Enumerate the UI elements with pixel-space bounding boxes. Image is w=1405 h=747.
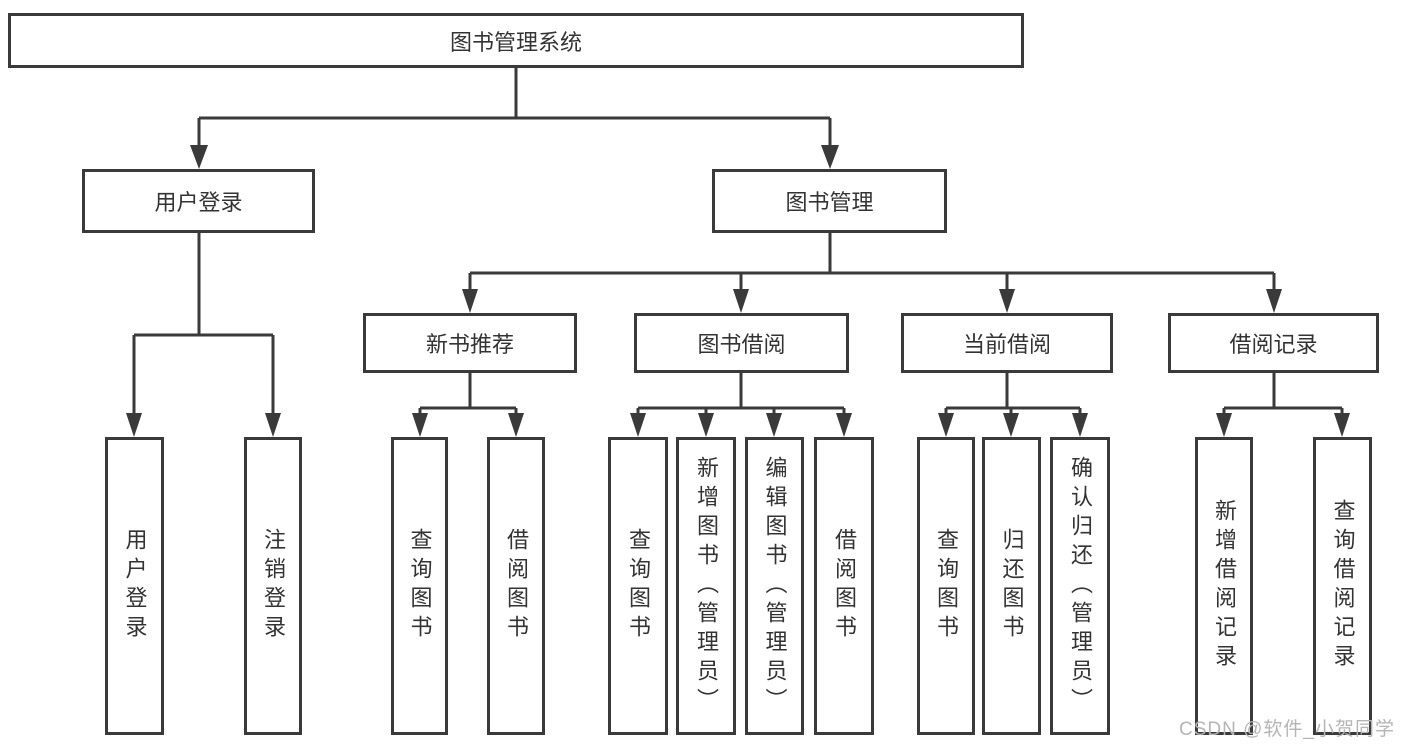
connector-records-group — [1222, 373, 1344, 415]
leaf-query-borrow-record: 查询借阅记录 — [1313, 437, 1372, 735]
arrowheads-records-group — [1216, 413, 1350, 437]
node-current-borrowing: 当前借阅 — [901, 313, 1113, 373]
leaf-add-borrow-record: 新增借阅记录 — [1195, 437, 1253, 735]
node-book-borrowing: 图书借阅 — [634, 313, 849, 373]
arrowheads-current-group — [938, 413, 1088, 437]
leaf-borrow-books: 借阅图书 — [814, 437, 874, 735]
connector-root-to-level2 — [197, 68, 832, 147]
leaf-borrow-books-recommend-label: 借阅图书 — [504, 528, 529, 644]
leaf-query-books-recommend: 查询图书 — [391, 437, 448, 735]
node-new-book-recommend: 新书推荐 — [363, 313, 577, 373]
arrowheads-recommend-group — [412, 413, 524, 437]
leaf-logout-label: 注销登录 — [261, 528, 286, 644]
node-book-management-label: 图书管理 — [785, 190, 874, 215]
leaf-edit-books-admin: 编辑图书（管理员） — [745, 437, 804, 735]
leaf-borrow-books-recommend: 借阅图书 — [487, 437, 545, 735]
leaf-add-books-admin-label: 新增图书（管理员） — [694, 455, 719, 717]
node-user-login: 用户登录 — [82, 169, 315, 233]
node-current-borrowing-label: 当前借阅 — [962, 332, 1051, 357]
node-root-system: 图书管理系统 — [8, 13, 1024, 68]
leaf-add-books-admin: 新增图书（管理员） — [676, 437, 736, 735]
arrowheads-borrowing-group — [630, 413, 852, 437]
leaf-query-books-borrowing-label: 查询图书 — [626, 528, 651, 644]
leaf-query-books-recommend-label: 查询图书 — [407, 528, 433, 644]
connector-recommend-group — [418, 373, 518, 415]
leaf-add-borrow-record-label: 新增借阅记录 — [1212, 499, 1237, 673]
node-new-book-recommend-label: 新书推荐 — [425, 332, 514, 357]
leaf-return-books-label: 归还图书 — [999, 528, 1025, 644]
arrowheads-user-login-group — [126, 413, 281, 437]
node-book-borrowing-label: 图书借阅 — [697, 332, 786, 357]
leaf-query-books-current: 查询图书 — [917, 437, 975, 735]
leaf-borrow-books-label: 借阅图书 — [832, 528, 857, 644]
node-book-management: 图书管理 — [712, 169, 947, 233]
leaf-query-borrow-record-label: 查询借阅记录 — [1330, 499, 1356, 673]
leaf-logout: 注销登录 — [244, 437, 302, 735]
node-root-label: 图书管理系统 — [449, 29, 582, 55]
leaf-user-login: 用户登录 — [105, 437, 164, 735]
leaf-return-books: 归还图书 — [982, 437, 1041, 735]
leaf-query-books-current-label: 查询图书 — [934, 528, 959, 644]
leaf-user-login-label: 用户登录 — [122, 528, 148, 644]
arrowheads-level3 — [462, 289, 1282, 313]
connector-current-group — [944, 373, 1082, 415]
connector-user-login-group — [132, 233, 275, 415]
leaf-confirm-return-admin-label: 确认归还（管理员） — [1068, 455, 1093, 717]
leaf-confirm-return-admin: 确认归还（管理员） — [1050, 437, 1110, 735]
node-user-login-label: 用户登录 — [154, 190, 243, 215]
connector-borrowing-group — [636, 373, 846, 415]
arrowheads-level2 — [190, 145, 839, 169]
csdn-watermark: CSDN @软件_小贺同学 — [1179, 719, 1395, 740]
node-borrow-records-label: 借阅记录 — [1229, 332, 1318, 357]
leaf-query-books-borrowing: 查询图书 — [608, 437, 668, 735]
connector-book-mgmt-group — [468, 233, 1276, 291]
leaf-edit-books-admin-label: 编辑图书（管理员） — [762, 455, 788, 717]
node-borrow-records: 借阅记录 — [1168, 313, 1379, 373]
